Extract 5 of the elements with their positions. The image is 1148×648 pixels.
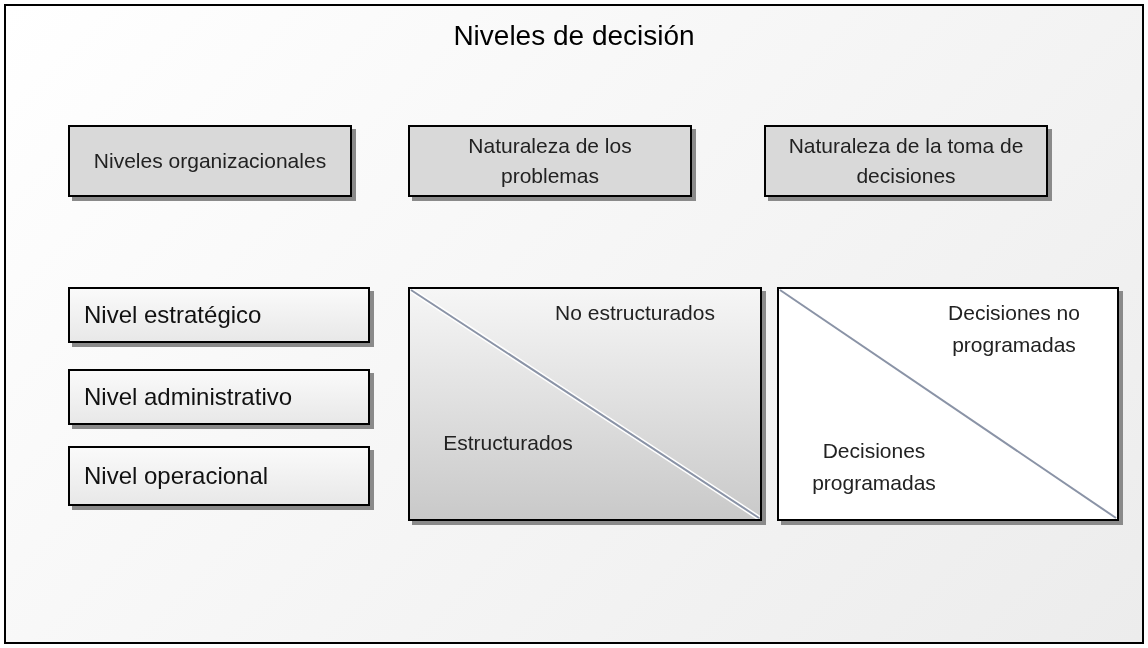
region-label: Decisiones programadas [811, 438, 937, 496]
region-label: Decisiones no programadas [947, 300, 1081, 358]
region-label: Estructurados [442, 430, 574, 456]
region-label: No estructurados [554, 300, 716, 326]
title: Niveles de decisión [452, 20, 696, 52]
